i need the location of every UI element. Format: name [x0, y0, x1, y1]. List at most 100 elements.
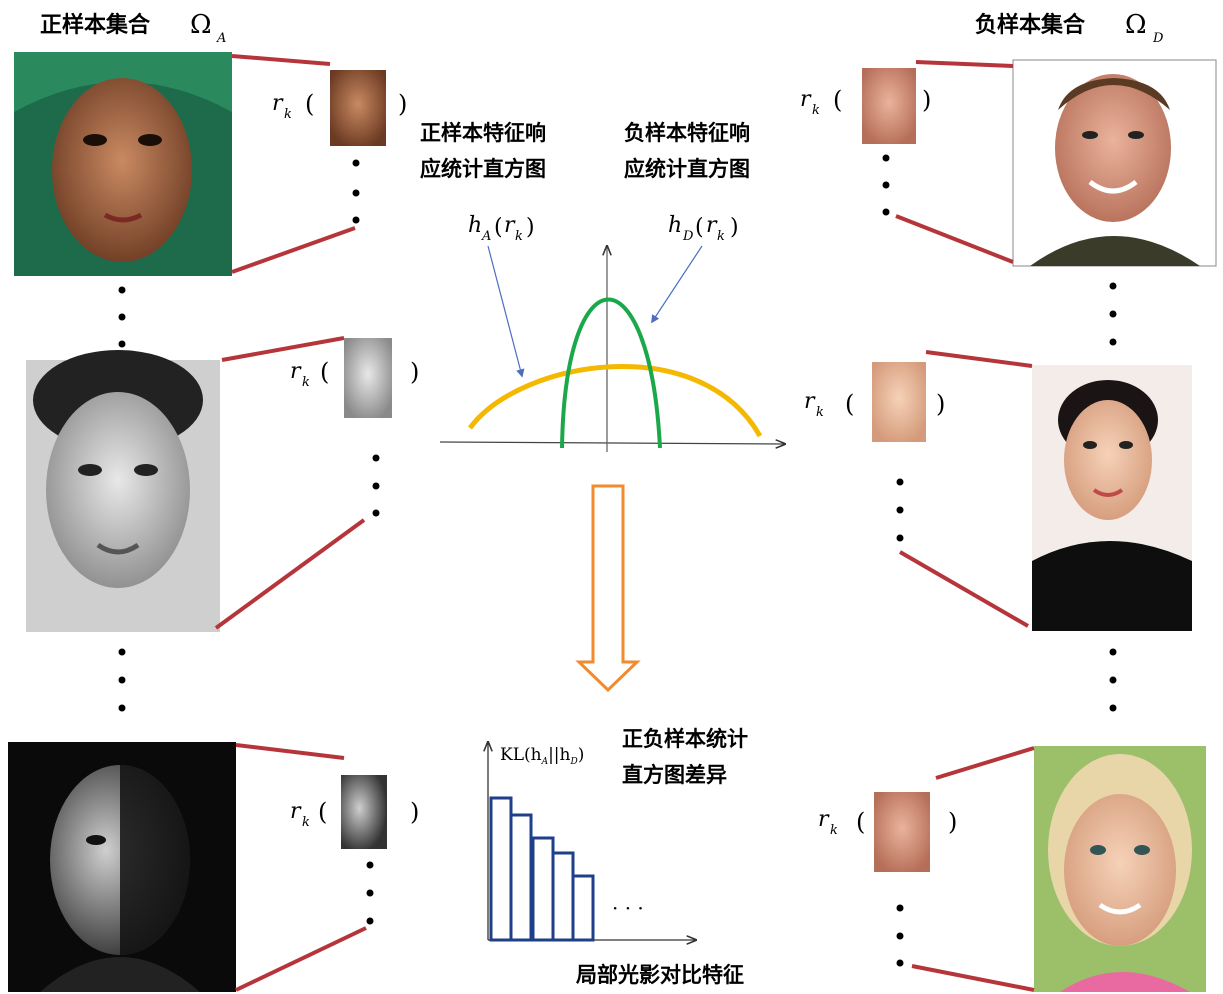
feature-r: r [818, 807, 830, 832]
omega-subscript: A [216, 31, 226, 46]
paren-close: ) [398, 90, 407, 118]
kl-bar-chart: · · · KL(hA||hD) [488, 742, 696, 940]
neg-hist-caption-2: 应统计直方图 [624, 157, 750, 181]
feature-label: r k ( ) [804, 389, 945, 420]
patch-thumbnail [344, 338, 392, 418]
feature-label: r k ( ) [290, 798, 419, 830]
feature-k: k [284, 107, 292, 122]
feature-r: r [272, 91, 284, 116]
ha-sub: A [481, 229, 491, 244]
kl-bar [509, 813, 533, 942]
diff-caption-1: 正负样本统计 [622, 727, 748, 751]
feature-label: r k ( ) [800, 86, 931, 118]
kl-bar [531, 836, 555, 942]
paren-open: ( [856, 808, 865, 836]
hd-open: ( [695, 215, 704, 240]
negative-set-title: 负样本集合 Ω D [975, 10, 1164, 46]
hd-k: k [717, 229, 725, 244]
omega-symbol: Ω [190, 10, 212, 40]
distribution-plot [439, 246, 785, 452]
hd-label: h D ( r k ) [668, 213, 739, 244]
omega-symbol: Ω [1125, 10, 1147, 40]
diff-caption-2: 直方图差异 [622, 763, 727, 787]
down-arrow-icon [575, 484, 641, 693]
positive-histogram-curve [467, 364, 763, 438]
hd-r: r [706, 213, 718, 238]
paren-close: ) [936, 390, 945, 418]
face-photo-6 [1034, 746, 1206, 992]
feature-k: k [830, 823, 838, 838]
positive-set-title: 正样本集合 Ω A [40, 10, 226, 46]
bottom-caption: 局部光影对比特征 [576, 963, 744, 987]
paren-open: ( [305, 90, 314, 118]
kl-bar [571, 874, 595, 942]
paren-open: ( [845, 390, 854, 418]
hd-pointer-arrow [651, 245, 703, 324]
paren-close: ) [948, 808, 957, 836]
kl-sep: ||h [548, 745, 570, 765]
connector-line [235, 743, 345, 760]
kl-close: ) [578, 745, 585, 765]
connector-line [911, 964, 1035, 992]
connector-line [214, 518, 366, 630]
feature-k: k [302, 815, 310, 830]
feature-r: r [800, 87, 812, 112]
ha-close: ) [526, 215, 535, 240]
paren-open: ( [833, 86, 842, 114]
kl-ellipsis: · · · [612, 896, 644, 920]
feature-k: k [302, 375, 310, 390]
feature-label: r k ( ) [290, 358, 419, 390]
paren-close: ) [410, 798, 419, 826]
connector-line [231, 54, 331, 66]
hd-sub: D [682, 229, 694, 244]
feature-r: r [290, 799, 302, 824]
kl-axis-label: KL(hA||hD) [500, 745, 584, 767]
paren-open: ( [320, 358, 329, 386]
positive-set-label: 正样本集合 [40, 12, 151, 38]
hd-h: h [668, 213, 682, 238]
connector-line [231, 226, 356, 274]
feature-r: r [290, 359, 302, 384]
ha-label: h A ( r k ) [468, 213, 535, 244]
patch-thumbnail [330, 70, 386, 146]
hd-close: ) [730, 215, 739, 240]
face-photo-1 [14, 52, 232, 276]
patch-thumbnail [862, 68, 916, 144]
negative-histogram-curve [560, 297, 662, 449]
connector-line [235, 926, 367, 992]
face-photo-3 [8, 742, 236, 992]
paren-close: ) [410, 358, 419, 386]
ha-r: r [504, 213, 516, 238]
feature-label: r k ( ) [818, 807, 957, 838]
feature-label: r k ( ) [272, 90, 407, 122]
pos-hist-caption-1: 正样本特征响 [420, 121, 546, 145]
connector-lines [214, 54, 1035, 992]
kl-bar [489, 796, 513, 942]
patch-thumbnail [341, 775, 387, 849]
ha-h: h [468, 213, 482, 238]
feature-k: k [812, 103, 820, 118]
dist-x-axis [439, 442, 785, 444]
kl-sub-a: A [541, 757, 549, 767]
connector-line [895, 214, 1014, 264]
negative-set-label: 负样本集合 [975, 12, 1086, 38]
feature-k: k [816, 405, 824, 420]
patch-thumbnail [874, 792, 930, 872]
patch-thumbnail [872, 362, 926, 442]
connector-line [898, 550, 1030, 628]
ha-pointer-arrow [487, 245, 525, 378]
paren-open: ( [318, 798, 327, 826]
connector-line [925, 350, 1033, 368]
feature-r: r [804, 389, 816, 414]
pos-hist-caption-2: 应统计直方图 [420, 157, 546, 181]
ellipsis-dots [118, 154, 1117, 967]
face-photo-2 [26, 350, 220, 632]
face-photo-5 [1032, 365, 1192, 631]
kl-sub-d: D [569, 757, 577, 767]
kl-prefix: KL(h [500, 745, 542, 765]
connector-line [915, 60, 1014, 68]
kl-bar [551, 851, 575, 942]
face-photo-4 [1012, 59, 1217, 267]
